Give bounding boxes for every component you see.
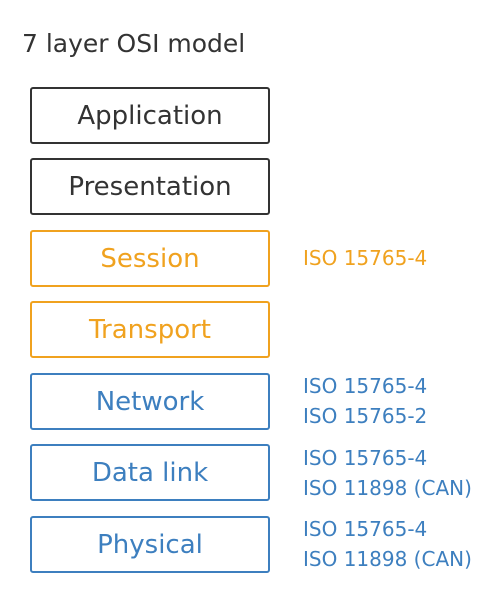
layer-application: Application xyxy=(30,87,270,144)
layer-transport: Transport xyxy=(30,301,270,358)
standard-label: ISO 15765-4 xyxy=(303,446,428,470)
diagram-title: 7 layer OSI model xyxy=(22,29,246,58)
layer-presentation: Presentation xyxy=(30,158,270,215)
layer-session: Session xyxy=(30,230,270,287)
standards-network: ISO 15765-4 ISO 15765-2 xyxy=(303,371,427,431)
standard-label: ISO 15765-2 xyxy=(303,404,428,428)
standards-session: ISO 15765-4 xyxy=(303,243,427,273)
layer-data-link: Data link xyxy=(30,444,270,501)
standard-label: ISO 15765-4 xyxy=(303,246,428,270)
standards-data-link: ISO 15765-4 ISO 11898 (CAN) xyxy=(303,443,472,503)
standard-label: ISO 11898 (CAN) xyxy=(303,547,472,571)
layer-physical: Physical xyxy=(30,516,270,573)
standard-label: ISO 15765-4 xyxy=(303,517,428,541)
standard-label: ISO 15765-4 xyxy=(303,374,428,398)
layer-network: Network xyxy=(30,373,270,430)
standard-label: ISO 11898 (CAN) xyxy=(303,476,472,500)
standards-physical: ISO 15765-4 ISO 11898 (CAN) xyxy=(303,514,472,574)
